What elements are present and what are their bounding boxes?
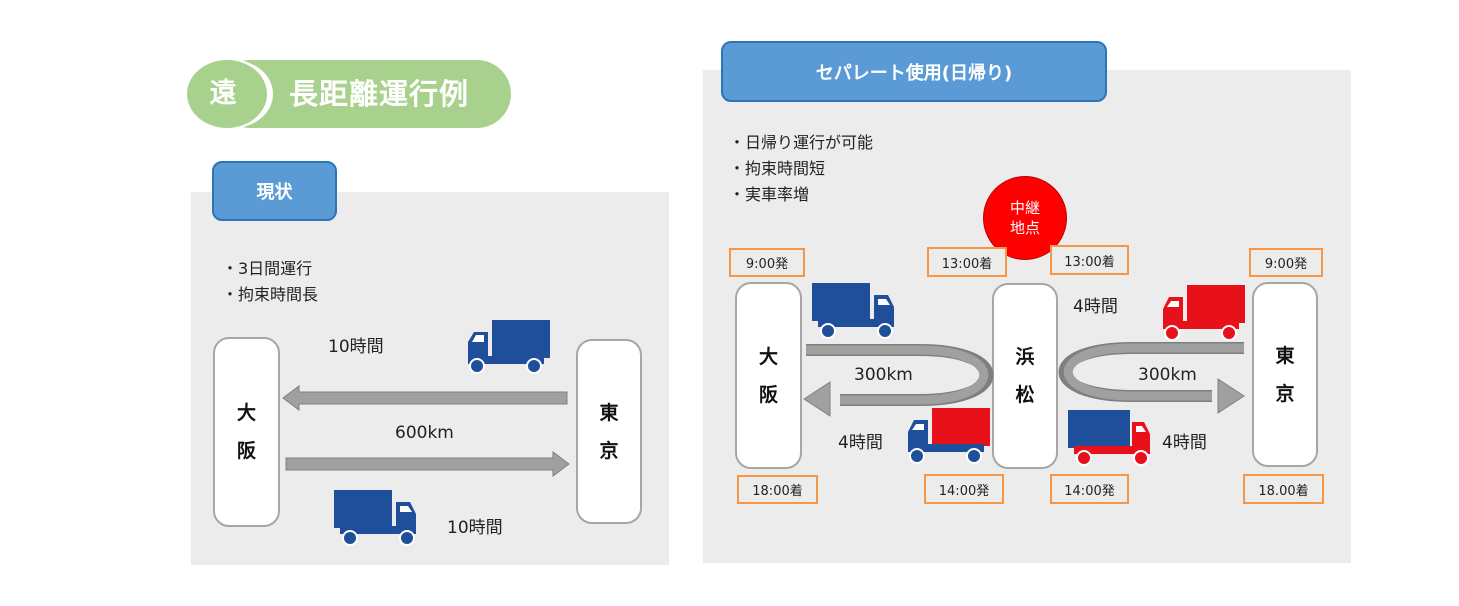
city-char: 大 (236, 402, 256, 424)
truck-icon (1163, 285, 1245, 341)
right-bottom-duration-label: 4時間 (1162, 433, 1207, 453)
osaka-depart-time: 9:00発 (729, 248, 805, 277)
arrow-left-icon (282, 385, 568, 411)
right-top-duration-label: 4時間 (1073, 297, 1118, 317)
bullet-item: ・3日間運行 (222, 259, 313, 278)
city-char: 阪 (758, 383, 778, 406)
tokyo-arrive-time: 18.00着 (1243, 474, 1324, 504)
left-distance-label: 300km (854, 365, 913, 385)
city-hamamatsu: 浜 松 (992, 283, 1058, 469)
city-char: 松 (1015, 384, 1035, 406)
top-duration-label: 10時間 (328, 337, 384, 357)
header-badge-char: 遠 (209, 78, 237, 109)
hamamatsu-depart-left-time: 14:00発 (924, 474, 1004, 504)
bullet-item: ・実車率増 (729, 185, 810, 204)
tokyo-depart-time: 9:00発 (1249, 248, 1323, 277)
city-char: 東 (599, 401, 619, 424)
truck-icon (1068, 410, 1150, 466)
hamamatsu-arrive-left-time: 13:00着 (927, 247, 1007, 277)
arrow-right-icon (285, 451, 570, 477)
city-osaka: 大 阪 (735, 282, 802, 469)
city-tokyo: 東 京 (576, 339, 642, 524)
hamamatsu-arrive-right-time: 13:00着 (1050, 245, 1129, 275)
city-char: 大 (758, 345, 778, 368)
truck-icon (468, 320, 550, 374)
truck-icon (334, 490, 416, 546)
separate-tab: セパレート使用(日帰り) (721, 41, 1107, 102)
hamamatsu-depart-right-time: 14:00発 (1050, 474, 1129, 504)
city-char: 京 (599, 439, 619, 462)
truck-left-facing (468, 320, 550, 374)
truck-icon (812, 283, 894, 339)
city-char: 京 (1275, 382, 1295, 405)
current-bullets: ・3日間運行 ・拘束時間長 (222, 256, 318, 308)
city-char: 阪 (236, 440, 256, 462)
city-char: 浜 (1015, 346, 1035, 368)
relay-text: 地点 (1009, 219, 1040, 237)
distance-label: 600km (395, 423, 454, 443)
bottom-duration-label: 10時間 (447, 518, 503, 538)
osaka-arrive-time: 18:00着 (737, 475, 818, 504)
bullet-item: ・拘束時間短 (729, 159, 826, 178)
header-title: 長距離運行例 (289, 77, 470, 111)
city-char: 東 (1275, 344, 1295, 367)
bullet-item: ・日帰り運行が可能 (729, 133, 874, 152)
city-osaka: 大 阪 (213, 337, 280, 527)
current-tab: 現状 (212, 161, 337, 221)
city-tokyo: 東 京 (1252, 282, 1318, 467)
relay-text: 中継 (1009, 199, 1040, 217)
bullet-item: ・拘束時間長 (222, 285, 319, 304)
header-badge (187, 60, 267, 128)
left-duration-label: 4時間 (838, 433, 883, 453)
truck-icon (908, 408, 990, 464)
uturn-arrow-right-icon (1058, 342, 1245, 414)
section-header: 遠 長距離運行例 (187, 60, 511, 128)
separate-bullets: ・日帰り運行が可能 ・拘束時間短 ・実車率増 (729, 130, 873, 208)
right-distance-label: 300km (1138, 365, 1197, 385)
uturn-arrow-left-icon (803, 344, 994, 417)
